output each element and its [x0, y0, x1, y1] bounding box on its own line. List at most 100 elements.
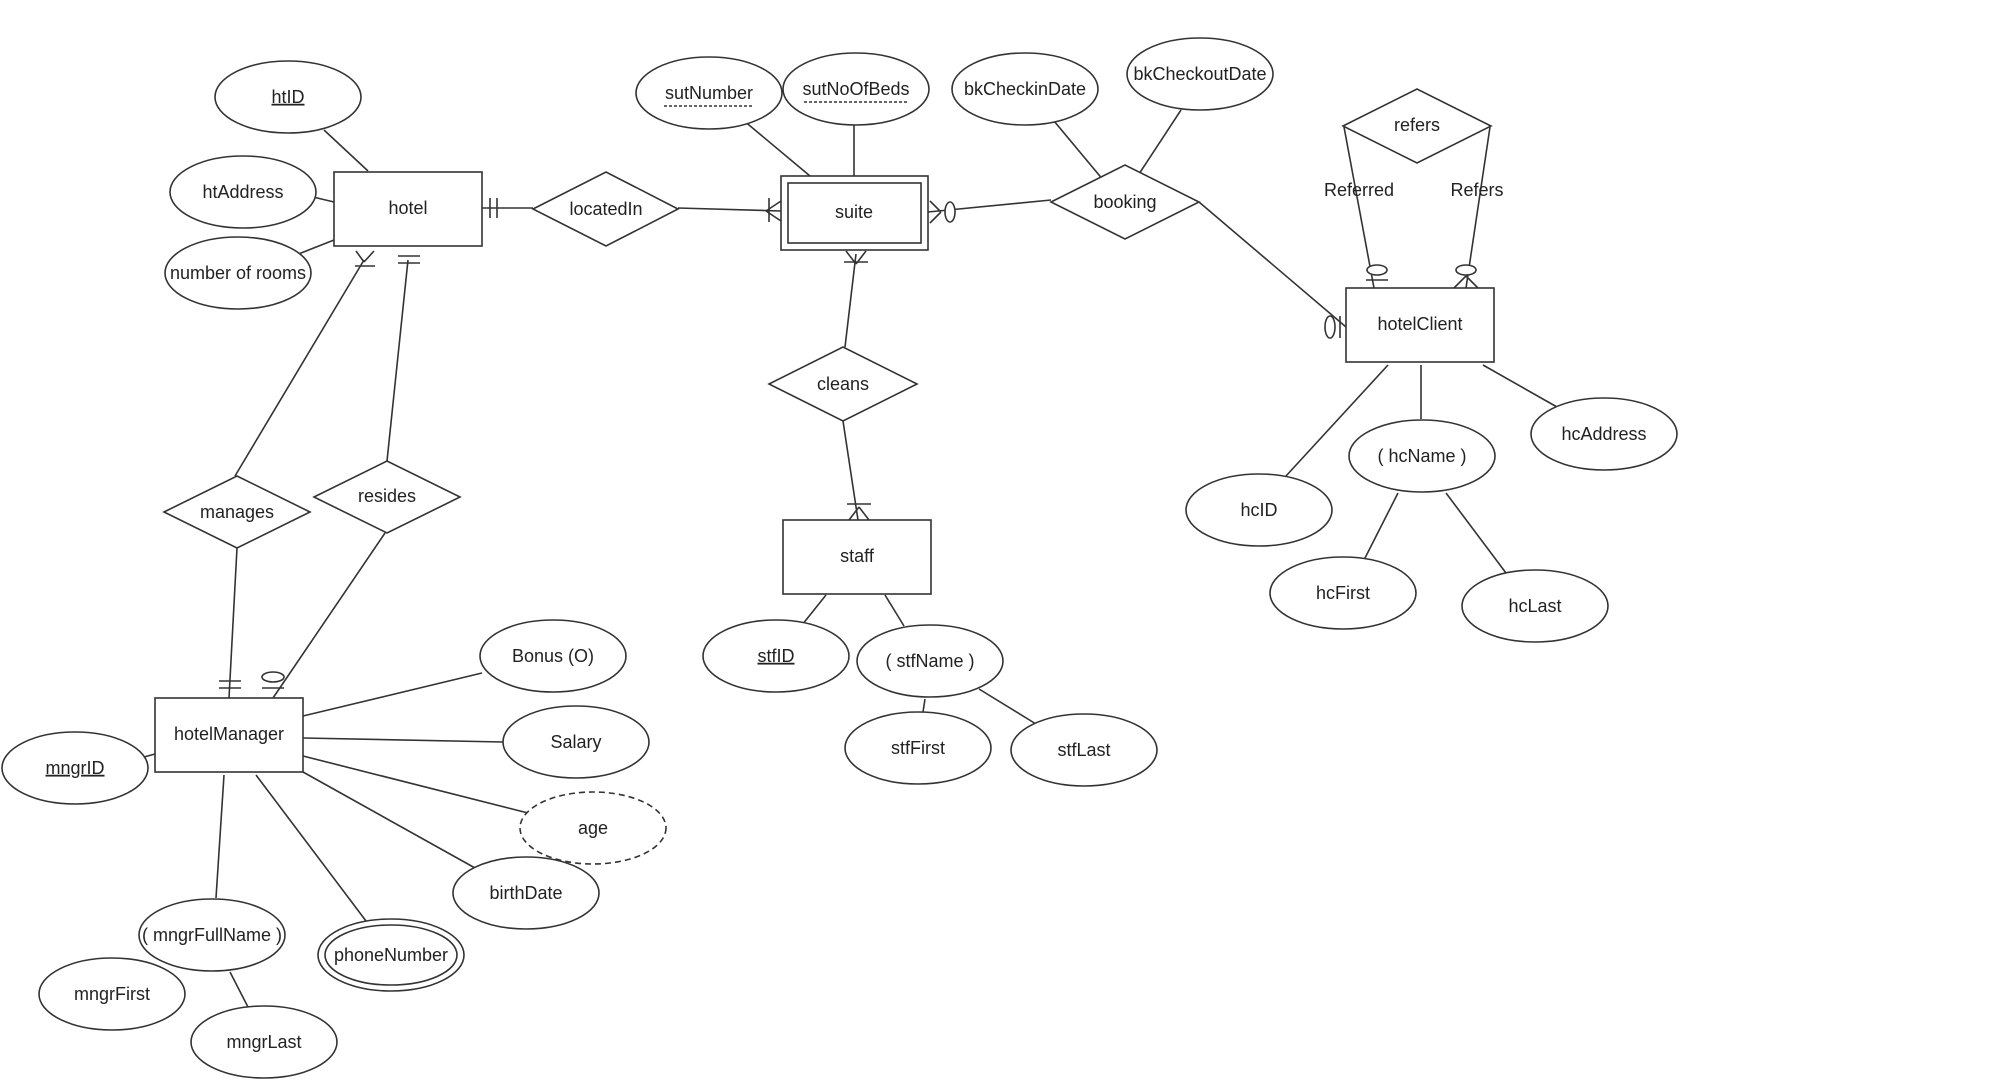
- attribute-sutNumber-label: sutNumber: [665, 83, 753, 103]
- relationship-resides-label: resides: [358, 486, 416, 506]
- entity-hotel[interactable]: hotel: [333, 171, 483, 247]
- relationship-refers-label: refers: [1394, 115, 1440, 135]
- edge-client-hcAddress: [1482, 364, 1558, 408]
- edge-manager-phone: [255, 774, 367, 922]
- attribute-mngrFirst[interactable]: mngrFirst: [38, 957, 186, 1031]
- attribute-stfLast[interactable]: stfLast: [1010, 713, 1158, 787]
- edge-manager-birthDate: [302, 771, 485, 874]
- attribute-hcID-label: hcID: [1240, 500, 1277, 520]
- attribute-mngrFullName-label: ( mngrFullName ): [142, 925, 282, 945]
- attribute-stfFirst[interactable]: stfFirst: [844, 711, 992, 785]
- attribute-mngrLast-label: mngrLast: [226, 1032, 301, 1052]
- edge-checkin-booking: [1053, 120, 1105, 182]
- relationship-locatedIn[interactable]: locatedIn: [531, 171, 680, 247]
- attribute-hcName-label: ( hcName ): [1377, 446, 1466, 466]
- attribute-salary-label: Salary: [550, 732, 601, 752]
- attribute-stfLast-label: stfLast: [1057, 740, 1110, 760]
- relationship-manages-label: manages: [200, 502, 274, 522]
- attribute-birthDate-label: birthDate: [489, 883, 562, 903]
- relationship-manages[interactable]: manages: [162, 475, 312, 549]
- edge-client-hcID: [1285, 364, 1389, 477]
- attribute-hcID[interactable]: hcID: [1185, 473, 1333, 547]
- entity-hotelClient[interactable]: hotelClient: [1345, 287, 1495, 363]
- attribute-stfFirst-label: stfFirst: [891, 738, 945, 758]
- attribute-age[interactable]: age: [519, 791, 667, 865]
- entity-hotelManager-label: hotelManager: [174, 724, 284, 744]
- attribute-age-label: age: [578, 818, 608, 838]
- attribute-bkCheckoutDate-label: bkCheckoutDate: [1133, 64, 1266, 84]
- edge-sutNumber-suite: [742, 119, 811, 177]
- entity-suite-label: suite: [835, 202, 873, 222]
- edge-checkout-booking: [1138, 109, 1182, 175]
- relationship-cleans-label: cleans: [817, 374, 869, 394]
- attribute-hcAddress-label: hcAddress: [1561, 424, 1646, 444]
- attribute-phoneNumber[interactable]: phoneNumber: [317, 918, 465, 992]
- edge-refers-refersrole: [1465, 126, 1491, 289]
- entity-hotelManager[interactable]: hotelManager: [154, 697, 304, 773]
- attribute-bonus[interactable]: Bonus (O): [479, 619, 627, 693]
- edge-booking-hotelClient: [1198, 201, 1347, 328]
- attribute-bkCheckoutDate[interactable]: bkCheckoutDate: [1126, 37, 1274, 111]
- entity-staff-label: staff: [840, 546, 875, 566]
- attribute-stfID[interactable]: stfID: [702, 619, 850, 693]
- attribute-mngrID[interactable]: mngrID: [1, 731, 149, 805]
- attribute-hcFirst[interactable]: hcFirst: [1269, 556, 1417, 630]
- edge-locatedIn-suite: [677, 207, 782, 212]
- edge-manager-bonus: [302, 672, 483, 717]
- relationship-refers[interactable]: refers: [1341, 88, 1493, 164]
- edge-htID-hotel: [323, 129, 369, 172]
- attribute-hcLast-label: hcLast: [1508, 596, 1561, 616]
- relationship-resides[interactable]: resides: [312, 460, 462, 534]
- edge-hotel-resides: [386, 259, 409, 462]
- cardinality-markers: [219, 198, 1479, 689]
- attribute-stfName[interactable]: ( stfName ): [856, 624, 1004, 698]
- edge-stfName-stfFirst: [922, 698, 926, 713]
- relationship-locatedIn-label: locatedIn: [569, 199, 642, 219]
- attribute-stfName-label: ( stfName ): [885, 651, 974, 671]
- attribute-htAddress[interactable]: htAddress: [169, 155, 317, 229]
- edges: [143, 109, 1558, 1010]
- attribute-sutNoOfBeds[interactable]: sutNoOfBeds: [782, 52, 930, 126]
- attribute-bkCheckinDate[interactable]: bkCheckinDate: [951, 52, 1099, 126]
- entity-hotel-label: hotel: [388, 198, 427, 218]
- relationship-booking-label: booking: [1093, 192, 1156, 212]
- edge-manager-salary: [302, 737, 504, 743]
- attribute-sutNoOfBeds-label: sutNoOfBeds: [802, 79, 909, 99]
- edge-stfName-stfLast: [978, 688, 1037, 725]
- attribute-hcLast[interactable]: hcLast: [1461, 569, 1609, 643]
- attribute-number-of-rooms-label: number of rooms: [170, 263, 306, 283]
- attribute-htID-label: htID: [271, 87, 304, 107]
- attribute-hcFirst-label: hcFirst: [1316, 583, 1370, 603]
- edge-manages-manager: [228, 547, 238, 699]
- edge-rooms-hotel: [295, 239, 335, 256]
- attribute-mngrLast[interactable]: mngrLast: [190, 1005, 338, 1079]
- edge-manager-fullname: [215, 774, 225, 899]
- entity-hotelClient-label: hotelClient: [1377, 314, 1462, 334]
- attribute-number-of-rooms[interactable]: number of rooms: [164, 236, 312, 310]
- attribute-hcAddress[interactable]: hcAddress: [1530, 397, 1678, 471]
- edge-fullname-last: [229, 971, 250, 1010]
- relationship-cleans[interactable]: cleans: [767, 346, 919, 422]
- edge-refers-referred: [1343, 126, 1375, 289]
- edge-hcName-hcFirst: [1363, 492, 1399, 561]
- attribute-salary[interactable]: Salary: [502, 705, 650, 779]
- attribute-mngrFirst-label: mngrFirst: [74, 984, 150, 1004]
- attribute-birthDate[interactable]: birthDate: [452, 856, 600, 930]
- attribute-hcName[interactable]: ( hcName ): [1348, 419, 1496, 493]
- attribute-mngrFullName[interactable]: ( mngrFullName ): [138, 898, 286, 972]
- edge-suite-cleans: [844, 253, 857, 348]
- attribute-htID[interactable]: htID: [214, 60, 362, 134]
- attribute-sutNumber[interactable]: sutNumber: [635, 56, 783, 130]
- edge-hotel-manages: [234, 259, 365, 477]
- attribute-stfID-label: stfID: [757, 646, 794, 666]
- entity-staff[interactable]: staff: [782, 519, 932, 595]
- attribute-phoneNumber-label: phoneNumber: [334, 945, 448, 965]
- edge-manager-age: [302, 755, 529, 814]
- attribute-mngrID-label: mngrID: [45, 758, 104, 778]
- attribute-bkCheckinDate-label: bkCheckinDate: [964, 79, 1086, 99]
- edge-resides-manager: [272, 532, 386, 699]
- entity-suite[interactable]: suite: [780, 175, 929, 251]
- relationship-booking[interactable]: booking: [1049, 164, 1201, 240]
- role-label-refers: Refers: [1450, 180, 1503, 200]
